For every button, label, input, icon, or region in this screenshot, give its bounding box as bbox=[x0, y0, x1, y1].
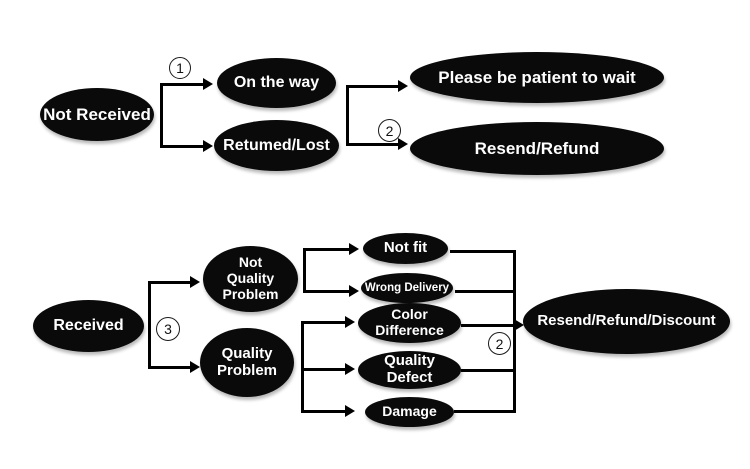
marker-step-2-bottom: 2 bbox=[488, 332, 511, 355]
arrowhead bbox=[398, 80, 408, 92]
connector-line bbox=[148, 281, 151, 369]
connector-line bbox=[455, 290, 513, 293]
node-received: Received bbox=[33, 300, 144, 352]
arrowhead bbox=[345, 363, 355, 375]
connector-line bbox=[461, 324, 513, 327]
connector-line bbox=[301, 321, 304, 413]
node-returned-lost: Retumed/Lost bbox=[214, 120, 339, 171]
arrowhead bbox=[345, 316, 355, 328]
arrowhead bbox=[190, 361, 200, 373]
connector-line bbox=[160, 145, 203, 148]
node-wrong-delivery: Wrong Delivery bbox=[361, 273, 453, 303]
connector-line bbox=[346, 143, 398, 146]
arrowhead bbox=[203, 78, 213, 90]
node-not-quality-problem: Not Quality Problem bbox=[203, 246, 298, 312]
arrowhead bbox=[203, 140, 213, 152]
connector-line bbox=[160, 83, 163, 148]
arrowhead bbox=[398, 138, 408, 150]
connector-line bbox=[346, 85, 398, 88]
node-please-wait: Please be patient to wait bbox=[410, 52, 664, 103]
connector-line bbox=[303, 290, 349, 293]
node-not-received: Not Received bbox=[40, 88, 154, 141]
arrowhead bbox=[345, 405, 355, 417]
connector-line bbox=[450, 250, 513, 253]
connector-line bbox=[148, 366, 190, 369]
connector-line bbox=[160, 83, 203, 86]
connector-line bbox=[303, 248, 306, 293]
node-color-difference: Color Difference bbox=[358, 303, 461, 343]
connector-line bbox=[346, 85, 349, 146]
arrowhead bbox=[349, 243, 359, 255]
node-quality-problem: Quality Problem bbox=[200, 328, 294, 397]
arrowhead bbox=[349, 285, 359, 297]
connector-line bbox=[513, 250, 516, 413]
node-damage: Damage bbox=[365, 397, 454, 427]
marker-step-3: 3 bbox=[156, 317, 180, 341]
node-quality-defect: Quality Defect bbox=[358, 351, 461, 389]
connector-line bbox=[301, 321, 345, 324]
marker-step-1: 1 bbox=[169, 57, 191, 79]
arrowhead bbox=[514, 319, 524, 331]
connector-line bbox=[303, 248, 349, 251]
connector-line bbox=[454, 410, 513, 413]
connector-line bbox=[301, 368, 345, 371]
connector-line bbox=[461, 369, 513, 372]
arrowhead bbox=[190, 276, 200, 288]
node-resend-refund-discount: Resend/Refund/Discount bbox=[523, 289, 730, 354]
node-on-the-way: On the way bbox=[217, 58, 336, 108]
connector-line bbox=[148, 281, 190, 284]
node-not-fit: Not fit bbox=[363, 233, 448, 264]
marker-step-2-top: 2 bbox=[378, 119, 401, 142]
node-resend-refund: Resend/Refund bbox=[410, 122, 664, 175]
connector-line bbox=[301, 410, 345, 413]
